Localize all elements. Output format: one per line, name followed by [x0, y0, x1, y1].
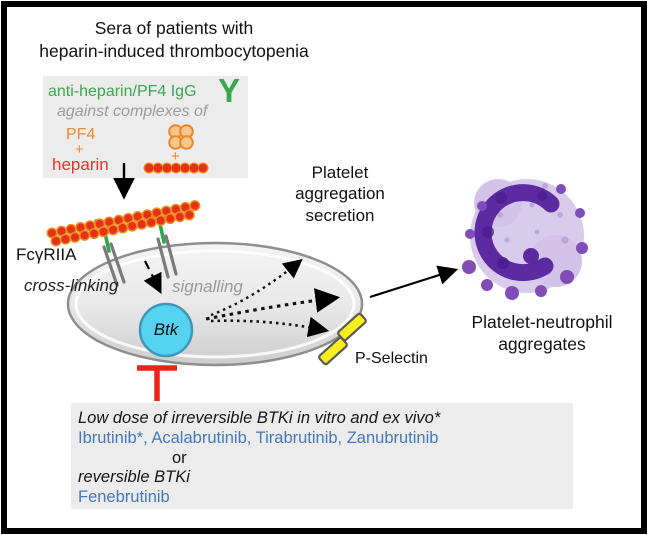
heparin-pf4-chain-icon	[46, 199, 204, 247]
btki-drugs-line: Ibrutinib*, Acalabrutinib, Tirabrutinib,…	[78, 428, 439, 447]
btki-info-box: Low dose of irreversible BTKi in vitro a…	[71, 403, 573, 509]
signalling-label: signalling	[172, 277, 243, 296]
btki-irreversible-line: Low dose of irreversible BTKi in vitro a…	[78, 409, 441, 427]
platelet-cell	[66, 241, 364, 367]
btki-reversible-line: reversible BTKi	[78, 468, 190, 487]
btki-or-line: or	[172, 448, 187, 467]
fcgriia-receptor-icon	[102, 234, 178, 287]
plus-sign: +	[171, 148, 180, 165]
against-complexes-label: against complexes of	[57, 103, 208, 120]
pf4-tetramer-icon	[168, 124, 194, 150]
pn-line1: Platelet-neutrophil	[471, 312, 613, 332]
heparin-chain-icon	[143, 162, 211, 174]
btk-circle	[138, 302, 194, 358]
agg-line2: aggregation	[295, 184, 385, 204]
heparin-label: heparin	[52, 155, 109, 174]
btk-label: Btk	[153, 320, 179, 339]
agg-line1: Platelet	[311, 163, 369, 182]
plus-sign: +	[75, 141, 84, 158]
signalling-arrow	[143, 260, 162, 294]
cell-to-neutrophil-arrow	[369, 265, 459, 299]
antibody-y-icon: Y	[218, 72, 241, 109]
btki-fenebrutinib-line: Fenebrutinib	[78, 488, 170, 507]
fcgriia-label: FcγRIIA	[16, 245, 77, 264]
platelet-neutrophil-label: Platelet-neutrophil aggregates	[440, 312, 644, 356]
figure-title: Sera of patients with heparin-induced th…	[14, 17, 334, 63]
attached-platelets-icon	[462, 184, 588, 300]
agg-line3: secretion	[305, 205, 375, 225]
p-selectin-label: P-Selectin	[355, 350, 428, 367]
p-selectin-icon	[318, 312, 367, 366]
platelet-aggregation-label: Platelet aggregation secretion	[272, 162, 408, 226]
pf4-label: PF4	[66, 126, 96, 143]
inhibitor-t-icon	[137, 365, 177, 401]
title-line2: heparin-induced thrombocytopenia	[39, 40, 309, 61]
neutrophil-image	[462, 179, 588, 300]
pn-line2: aggregates	[498, 333, 586, 354]
igg-label: anti-heparin/PF4 IgG	[48, 83, 197, 100]
antibody-info-box	[43, 76, 248, 178]
btk-output-arrows	[205, 258, 341, 338]
title-line1: Sera of patients with	[94, 18, 254, 38]
crosslinking-label: cross-linking	[24, 276, 119, 295]
